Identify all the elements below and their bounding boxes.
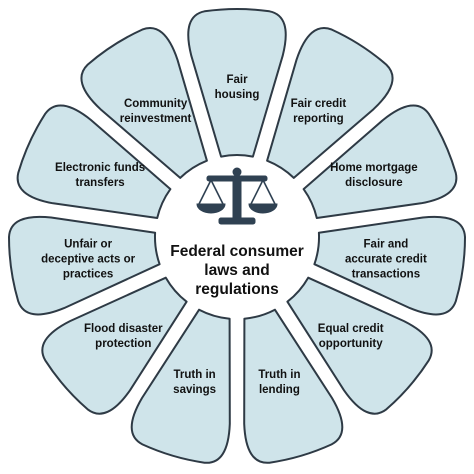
segment-shape [8, 215, 161, 316]
segment-equal-credit-opportunity: Equal credit opportunity [286, 276, 433, 415]
center-title-line: laws and [204, 262, 269, 279]
segment-shape [130, 308, 231, 464]
segment-shape [41, 276, 188, 415]
segment-label-line: transactions [352, 268, 420, 280]
segment-label-line: Flood disaster [84, 323, 163, 335]
segment-label-line: savings [173, 384, 216, 396]
segment-label: Community reinvestment [120, 98, 192, 125]
segment-label-line: practices [63, 268, 114, 280]
segment-label-line: housing [215, 89, 260, 101]
segment-label-line: Community [124, 98, 188, 110]
segment-shape [187, 7, 287, 158]
segment-label-line: lending [259, 384, 300, 396]
segment-label: Fair housing [215, 74, 260, 101]
segment-label-line: Electronic funds [55, 162, 145, 174]
segment-shape [313, 215, 466, 316]
center-title-line: Federal consumer [170, 243, 304, 260]
segment-shape [16, 104, 172, 219]
segment-shape [243, 308, 344, 464]
segment-label-line: reinvestment [120, 113, 192, 125]
segment-label-line: Equal credit [318, 323, 384, 335]
segment-label: Fair credit reporting [291, 98, 347, 125]
segment-label-line: Fair [226, 74, 248, 86]
segment-label-line: reporting [293, 113, 343, 125]
segment-label: Flood disaster protection [84, 323, 163, 350]
segment-home-mortgage-disclosure: Home mortgage disclosure [302, 104, 458, 219]
segment-label: Truth in savings [173, 369, 216, 396]
segment-shape [80, 27, 208, 179]
segment-label-line: accurate credit [345, 253, 427, 265]
segment-shape [266, 27, 394, 179]
segment-label-line: disclosure [345, 177, 403, 189]
segment-flood-disaster-protection: Flood disaster protection [41, 276, 188, 415]
center-title-line: regulations [195, 281, 279, 298]
segment-fair-and-accurate-credit-transactions: Fair and accurate credit transactions [313, 215, 466, 316]
segment-community-reinvestment: Community reinvestment [80, 27, 208, 179]
segment-shape [302, 104, 458, 219]
segment-label-line: opportunity [319, 338, 383, 350]
segment-label: Equal credit opportunity [318, 323, 384, 350]
segment-label: Fair and accurate credit transactions [345, 238, 427, 280]
segment-label-line: Home mortgage [330, 162, 418, 174]
segment-truth-in-lending: Truth in lending [243, 308, 344, 464]
segment-truth-in-savings: Truth in savings [130, 308, 231, 464]
segment-label-line: transfers [75, 177, 124, 189]
segment-label-line: Unfair or [64, 238, 112, 250]
segment-electronic-funds-transfers: Electronic funds transfers [16, 104, 172, 219]
segment-label: Home mortgage disclosure [330, 162, 418, 189]
segment-label: Truth in lending [258, 369, 300, 396]
segment-label-line: Fair credit [291, 98, 347, 110]
segment-shape [286, 276, 433, 415]
segment-label-line: protection [95, 338, 151, 350]
segment-fair-housing: Fair housing [187, 7, 287, 158]
segment-label-line: deceptive acts or [41, 253, 135, 265]
segment-unfair-or-deceptive-acts-or-practices: Unfair or deceptive acts or practices [8, 215, 161, 316]
scales-of-justice-icon [196, 167, 278, 225]
segment-label-line: Fair and [364, 238, 409, 250]
segment-label-line: Truth in [174, 369, 216, 381]
center-title: Federal consumer laws and regulations [170, 243, 304, 298]
center-hub: Federal consumer laws and regulations [170, 167, 304, 298]
segment-label-line: Truth in [258, 369, 300, 381]
segment-label: Unfair or deceptive acts or practices [41, 238, 135, 280]
segment-label: Electronic funds transfers [55, 162, 145, 189]
segment-fair-credit-reporting: Fair credit reporting [266, 27, 394, 179]
